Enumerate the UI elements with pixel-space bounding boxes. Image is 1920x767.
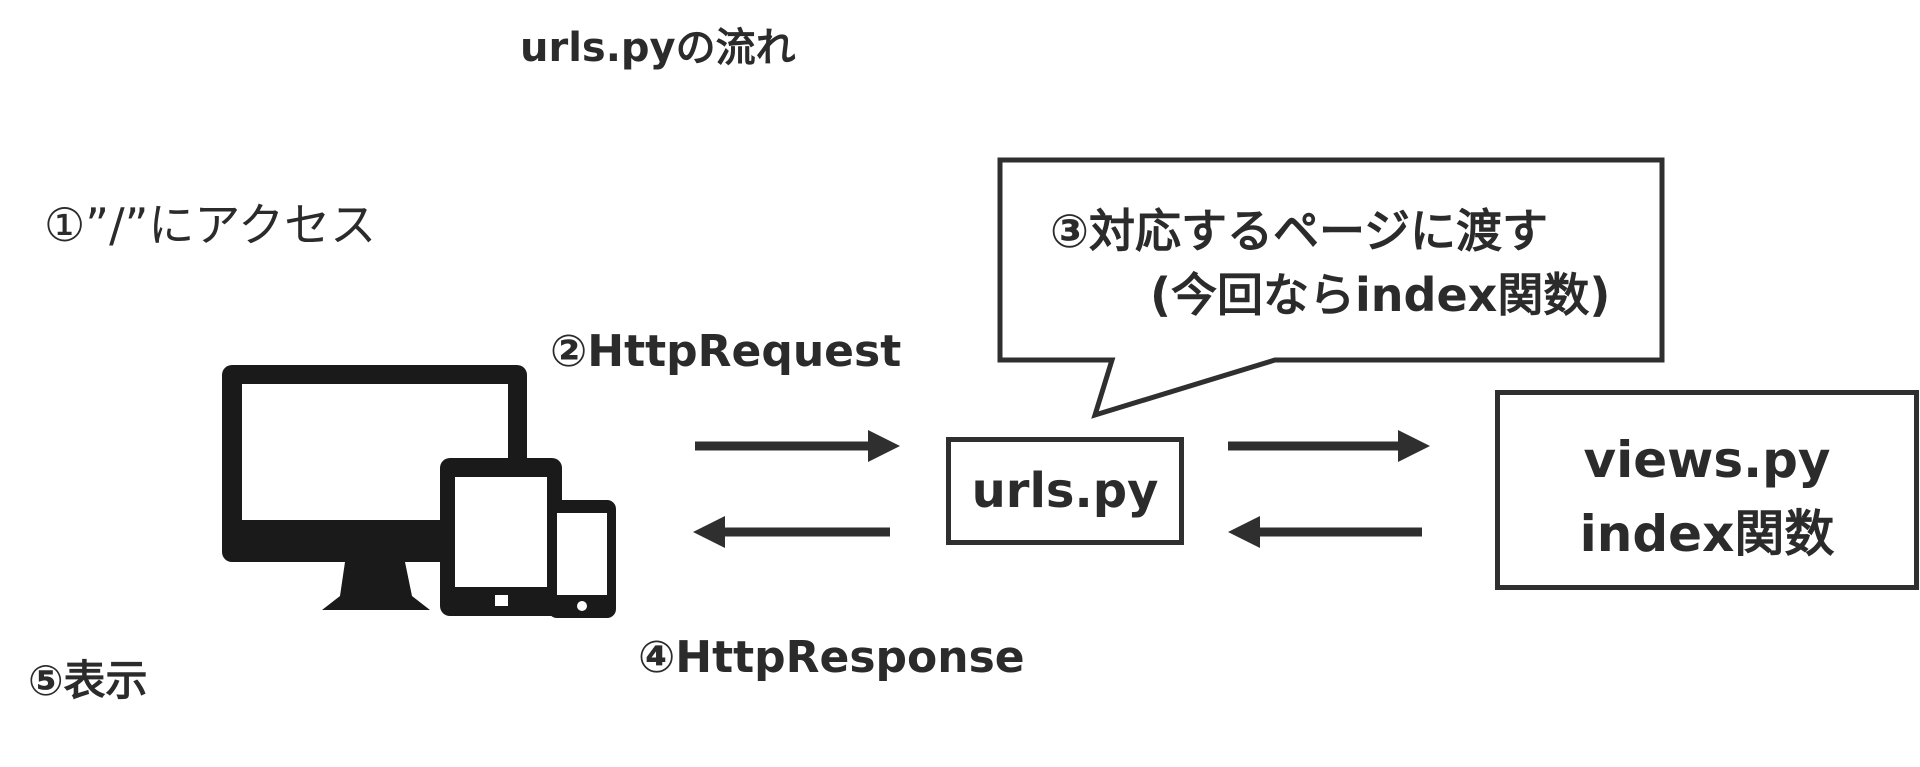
diagram-title: urls.pyの流れ: [520, 25, 796, 71]
step-3-line-2-label: (今回ならindex関数): [1150, 268, 1611, 322]
views-py-label: views.py: [1583, 431, 1831, 489]
step-4-http-response-label: ④HttpResponse: [638, 632, 1025, 683]
urls-py-node: urls.py: [946, 437, 1184, 545]
step-2-http-request-label: ②HttpRequest: [550, 326, 902, 377]
step-5-display-label: ⑤表示: [28, 656, 148, 705]
views-py-node: views.py index関数: [1495, 390, 1919, 590]
step-3-line-1-label: ③対応するページに渡す: [1050, 204, 1549, 258]
arrow-response-to-client: [693, 516, 890, 548]
urls-py-label: urls.py: [971, 463, 1159, 519]
arrow-views-to-urls: [1228, 516, 1422, 548]
devices-icon: [222, 365, 616, 618]
arrow-urls-to-views: [1228, 430, 1430, 462]
index-function-label: index関数: [1579, 505, 1835, 563]
speech-bubble: [997, 157, 1665, 419]
arrow-request-to-urls: [695, 430, 900, 462]
step-1-access-label: ①”/”にアクセス: [44, 198, 377, 252]
